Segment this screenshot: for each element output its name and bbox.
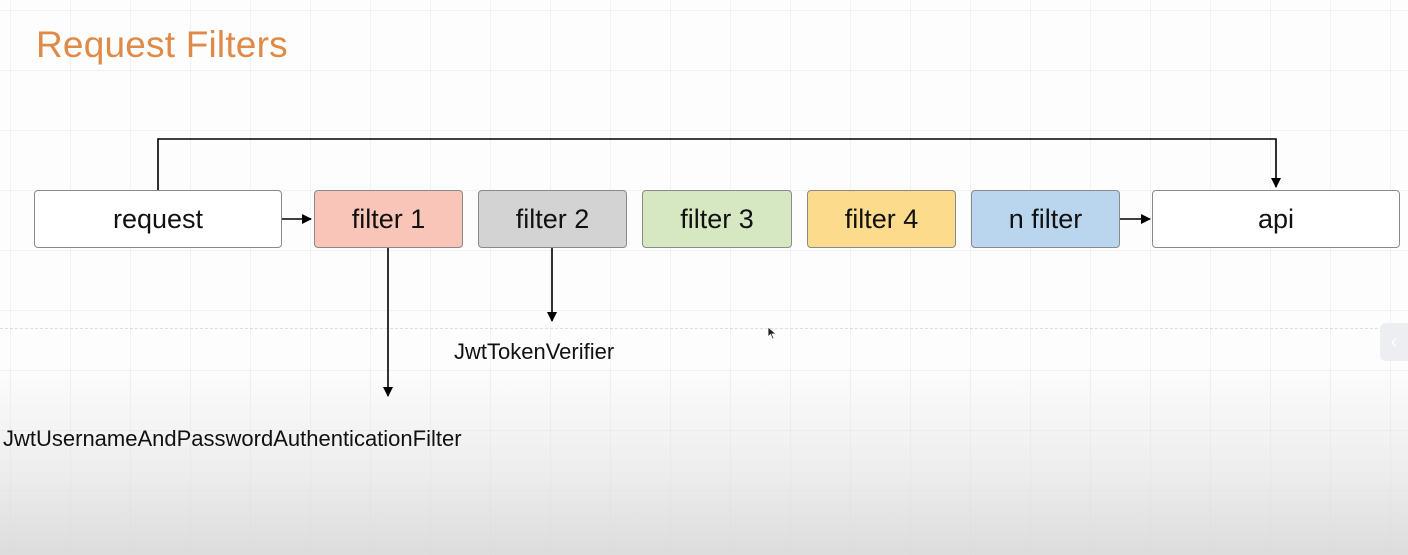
chevron-left-icon: ‹: [1390, 330, 1398, 353]
collapse-panel-button[interactable]: ‹: [1380, 323, 1408, 361]
mouse-pointer-icon: [767, 326, 778, 340]
filter-3-node: filter 3: [642, 190, 792, 248]
filter1-annotation: JwtUsernameAndPasswordAuthenticationFilt…: [3, 426, 462, 451]
filter-2-node: filter 2: [478, 190, 627, 248]
diagram-title: Request Filters: [36, 24, 288, 65]
page-break-line: [0, 328, 1408, 329]
request-node: request: [34, 190, 282, 248]
bypass-connector: [157, 138, 1281, 190]
api-node: api: [1152, 190, 1400, 248]
filter2-annotation: JwtTokenVerifier: [454, 339, 615, 364]
filter-1-node: filter 1: [314, 190, 463, 248]
n-filter-node: n filter: [971, 190, 1120, 248]
filter-4-node: filter 4: [807, 190, 956, 248]
